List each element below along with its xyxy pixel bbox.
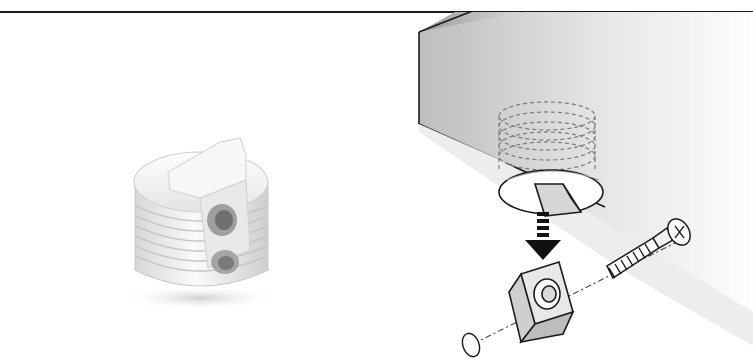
cam-connector-photo [100, 120, 300, 320]
photo-shadow [120, 286, 280, 310]
installation-diagram [395, 12, 753, 358]
washer [459, 331, 482, 358]
assembly-axis-line [473, 238, 685, 344]
cam-nut [509, 262, 573, 342]
